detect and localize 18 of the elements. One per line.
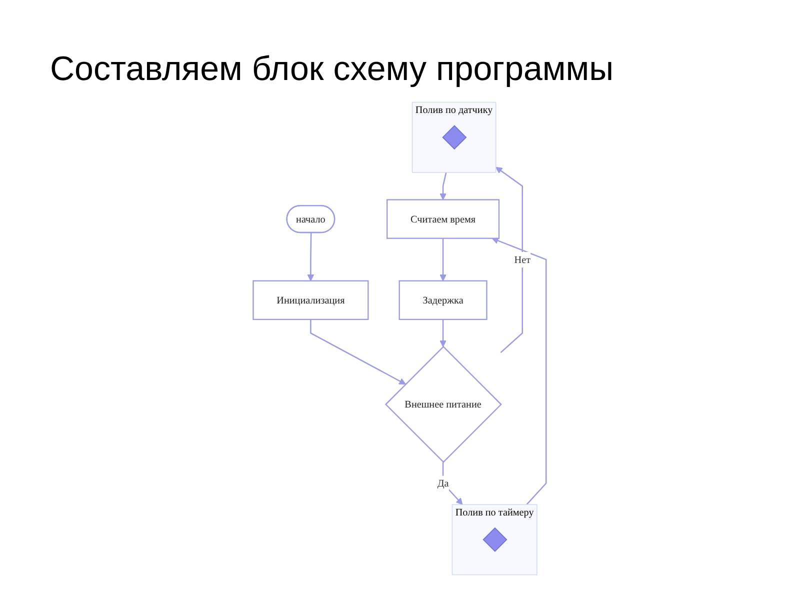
cluster: Полив по таймеру <box>452 504 538 576</box>
arrow <box>496 166 524 354</box>
arrow <box>310 319 406 385</box>
node-box: Инициализация <box>252 280 370 320</box>
cluster: Полив по датчику <box>412 102 497 173</box>
arrow <box>492 237 548 505</box>
node-diamond <box>442 125 468 150</box>
edge-label: Нет <box>514 254 531 266</box>
node-box: Считаем время <box>386 199 500 239</box>
node-diamond: Внешнее питание <box>385 346 502 463</box>
edge-label: Да <box>438 477 450 489</box>
node-box: Задержка <box>399 280 488 320</box>
node-diamond <box>483 527 508 552</box>
arrow <box>440 319 447 348</box>
arrow <box>308 232 314 282</box>
arrow <box>440 238 447 282</box>
slide-title: Составляем блок схему программы <box>50 50 615 90</box>
arrow <box>440 172 448 200</box>
